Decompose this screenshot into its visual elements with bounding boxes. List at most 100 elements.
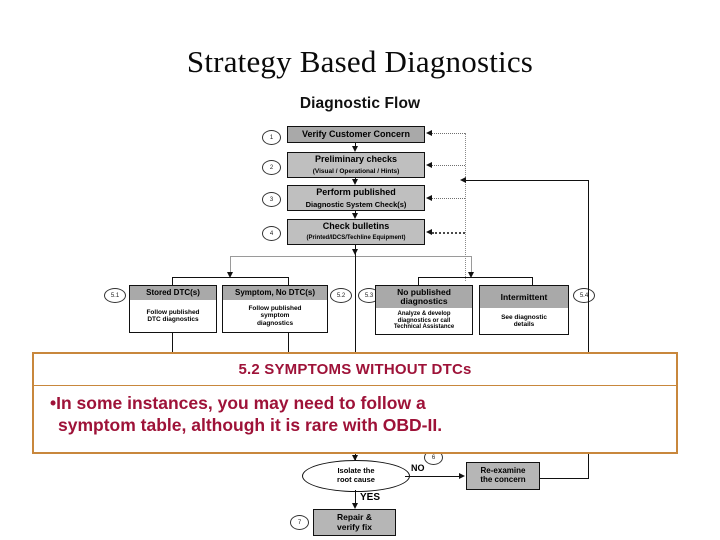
splitter-left-a [172, 277, 173, 288]
bus-drop-right [471, 256, 472, 276]
arrowhead-down [352, 179, 358, 185]
flow-box-header: Perform published [288, 186, 424, 199]
callout-line-2: symptom table, although it is rare with … [58, 414, 443, 435]
splitter-left-b [288, 277, 289, 288]
bus-drop-left [230, 256, 231, 276]
arrowhead-down [468, 272, 474, 278]
return-loop-right [588, 180, 589, 478]
body-line-1: Follow published [146, 308, 200, 316]
body-line-2: DTC diagnostics [147, 316, 199, 324]
flow-box-body: See diagnostic details [480, 308, 568, 334]
arrowhead-right [459, 473, 465, 479]
flow-box-verify-customer-concern: Verify Customer Concern [287, 126, 425, 143]
flow-box-symptom-no-dtcs: Symptom, No DTC(s) Follow published symp… [222, 285, 328, 333]
step-number-5-2: 5.2 [330, 288, 352, 303]
splitter-right-a [418, 277, 419, 288]
callout-box: 5.2 SYMPTOMS WITHOUT DTCs •In some insta… [32, 352, 678, 454]
return-loop-top [466, 180, 588, 181]
flow-box-subtext: (Printed/IDCS/Techline Equipment) [288, 232, 424, 244]
callout-line-1: In some instances, you may need to follo… [56, 393, 426, 413]
branch-51-down [172, 333, 173, 353]
bus-center-down [355, 256, 356, 352]
flow-box-header: Check bulletins [288, 220, 424, 233]
step-number-1: 1 [262, 130, 281, 145]
step-number-2: 2 [262, 160, 281, 175]
step-number-5-3: 5.3 [358, 288, 380, 303]
arrowhead-left [426, 130, 432, 136]
page-title: Strategy Based Diagnostics [186, 44, 534, 79]
flow-box-header: No published diagnostics [376, 286, 472, 308]
yes-path-vertical [355, 490, 356, 506]
callout-body: •In some instances, you may need to foll… [34, 386, 676, 437]
flow-box-no-published-diagnostics: No published diagnostics Analyze & devel… [375, 285, 473, 335]
arrowhead-down [352, 249, 358, 255]
body-line-2: diagnostics or call [397, 317, 451, 324]
body-line-2: symptom [260, 312, 290, 320]
step-number-5-1: 5.1 [104, 288, 126, 303]
flow-box-body: Follow published symptom diagnostics [223, 300, 327, 332]
callout-heading: 5.2 SYMPTOMS WITHOUT DTCs [34, 354, 676, 386]
flow-box-subtext: (Visual / Operational / Hints) [288, 166, 424, 177]
flow-box-check-bulletins: Check bulletins (Printed/IDCS/Techline E… [287, 219, 425, 245]
flow-box-header: Preliminary checks [288, 153, 424, 167]
return-loop-bottom [528, 478, 589, 479]
connector-1-2 [355, 143, 356, 147]
arrowhead-down [227, 272, 233, 278]
body-line-3: diagnostics [256, 319, 294, 327]
branch-52-down [288, 333, 289, 353]
decision-line-2: root cause [337, 475, 375, 484]
flow-box-header: Stored DTC(s) [130, 286, 216, 301]
step-number-4: 4 [262, 226, 281, 241]
body-line-1: Follow published [248, 304, 302, 312]
decision-label-no: NO [411, 463, 425, 473]
decision-label-yes: YES [360, 492, 381, 503]
flow-box-body: Follow published DTC diagnostics [130, 300, 216, 332]
splitter-right [418, 277, 532, 278]
flow-box-header: Intermittent [480, 286, 568, 308]
flow-box-preliminary-checks: Preliminary checks (Visual / Operational… [287, 152, 425, 178]
arrowhead-left [426, 162, 432, 168]
step-number-5-4: 5.4 [573, 288, 595, 303]
body-line-1: See diagnostic [501, 313, 547, 321]
step-number-3: 3 [262, 192, 281, 207]
body-line-1: Analyze & develop [397, 310, 451, 317]
flow-box-subtext: Diagnostic System Check(s) [288, 198, 424, 210]
flow-box-intermittent: Intermittent See diagnostic details [479, 285, 569, 335]
body-line-2: details [513, 321, 535, 328]
flow-box-header: Verify Customer Concern [288, 127, 424, 142]
outcome-line-1: Repair & [337, 512, 372, 523]
outcome-line-1: Re-examine [480, 466, 526, 476]
diagram-heading: Diagnostic Flow [299, 95, 421, 112]
arrowhead-down [352, 503, 358, 509]
outcome-line-2: verify fix [337, 521, 372, 532]
connector-3-4 [355, 211, 356, 213]
flow-box-body: Analyze & develop diagnostics or call Te… [376, 308, 472, 334]
flow-box-repair-verify-fix: Repair & verify fix [313, 509, 396, 536]
no-path-horizontal [405, 476, 462, 477]
flow-box-perform-published-dsc: Perform published Diagnostic System Chec… [287, 185, 425, 211]
arrowhead-down [352, 455, 358, 461]
arrowhead-left [426, 195, 432, 201]
arrowhead-left [460, 177, 466, 183]
feedback-line-to-step-4 [432, 232, 465, 234]
arrowhead-left [426, 229, 432, 235]
decision-text: Isolate the root cause [337, 467, 375, 484]
splitter-left [172, 277, 289, 278]
decision-isolate-root-cause: Isolate the root cause [302, 460, 410, 492]
bullet-glyph: • [50, 393, 57, 413]
arrowhead-down [352, 213, 358, 219]
feedback-line-to-step-1 [432, 133, 465, 134]
splitter-right-b [532, 277, 533, 288]
header-text: No published diagnostics [397, 287, 451, 306]
flow-box-header: Symptom, No DTC(s) [223, 286, 327, 301]
arrowhead-down [352, 146, 358, 152]
feedback-line-to-step-3 [432, 198, 465, 199]
distribution-bus [230, 256, 472, 257]
flow-box-stored-dtcs: Stored DTC(s) Follow published DTC diagn… [129, 285, 217, 333]
step-number-7: 7 [290, 515, 309, 530]
feedback-line-vertical [465, 133, 466, 281]
body-line-3: Technical Assistance [393, 324, 455, 331]
outcome-line-2: the concern [480, 475, 526, 484]
